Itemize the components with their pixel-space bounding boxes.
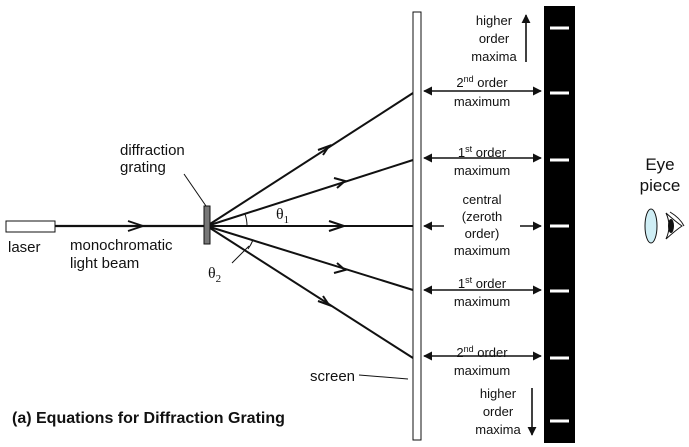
label-2nd-order-top: 2nd order maximum [454, 74, 510, 109]
theta2-label: θ2 [208, 265, 221, 285]
higher-top-line1: higher [476, 13, 513, 28]
laser-label: laser [8, 239, 41, 256]
theta2-leader-line [231, 245, 250, 264]
first-top-line1: 1st order [458, 144, 507, 160]
screen-leader-line [358, 374, 409, 380]
ray-2nd-order-top [209, 92, 414, 225]
higher-top-line2: order [479, 31, 510, 46]
higher-bottom-line1: higher [480, 386, 517, 401]
central-line3: order) [465, 226, 500, 241]
diffraction-grating [203, 205, 211, 245]
central-line2: (zeroth [462, 209, 502, 224]
lens-icon [644, 208, 658, 244]
label-2nd-order-bottom: 2nd order maximum [454, 344, 510, 378]
fringe-marks [550, 26, 569, 423]
eye-piece-line1: Eye [645, 155, 674, 174]
second-top-line1: 2nd order [456, 74, 508, 90]
grating-label-line1: diffraction [120, 142, 185, 159]
diffracted-rays [209, 92, 414, 359]
central-line1: central [462, 192, 501, 207]
ray-1st-order-bottom [209, 226, 414, 291]
second-top-line2: maximum [454, 94, 510, 109]
label-1st-order-top: 1st order maximum [454, 144, 510, 178]
figure-caption: (a) Equations for Diffraction Grating [12, 410, 285, 427]
first-top-line2: maximum [454, 163, 510, 178]
label-central: central (zeroth order) maximum [454, 192, 510, 258]
theta1-label: θ1 [276, 206, 289, 226]
higher-bottom-line2: order [483, 404, 514, 419]
beam-label-line1: monochromatic [70, 237, 173, 254]
ray-2nd-order-bottom [209, 227, 414, 359]
label-higher-order-top: higher order maxima [471, 13, 517, 64]
first-bottom-line2: maximum [454, 294, 510, 309]
ray-arrow-2nd-bottom [317, 295, 332, 307]
maximum-indicator-arrows [423, 86, 542, 361]
theta2-arc [247, 239, 254, 250]
higher-top-line3: maxima [471, 49, 517, 64]
laser-body [5, 220, 56, 233]
incident-beam-arrow [127, 220, 146, 232]
ray-arrow-central [328, 220, 348, 232]
grating-leader-line [183, 173, 207, 207]
eye-icon [665, 211, 685, 240]
second-bottom-line2: maximum [454, 363, 510, 378]
beam-label-line2: light beam [70, 255, 139, 272]
central-line4: maximum [454, 243, 510, 258]
first-bottom-line1: 1st order [458, 275, 507, 291]
grating-label-line2: grating [120, 159, 166, 176]
ray-direction-arrows [317, 144, 348, 307]
screen-label: screen [310, 368, 355, 385]
ray-arrow-2nd-top [317, 144, 332, 156]
screen [412, 11, 422, 441]
eye-piece-line2: piece [640, 176, 681, 195]
label-higher-order-bottom: higher order maxima [475, 386, 521, 437]
label-1st-order-bottom: 1st order maximum [454, 275, 510, 309]
ray-arrow-1st-bottom [333, 262, 348, 274]
higher-bottom-line3: maxima [475, 422, 521, 437]
ray-1st-order-top [209, 159, 414, 226]
ray-arrow-1st-top [333, 177, 348, 189]
eye-piece-label: Eye piece [640, 155, 681, 195]
second-bottom-line1: 2nd order [456, 344, 508, 360]
theta1-arc [244, 213, 248, 227]
